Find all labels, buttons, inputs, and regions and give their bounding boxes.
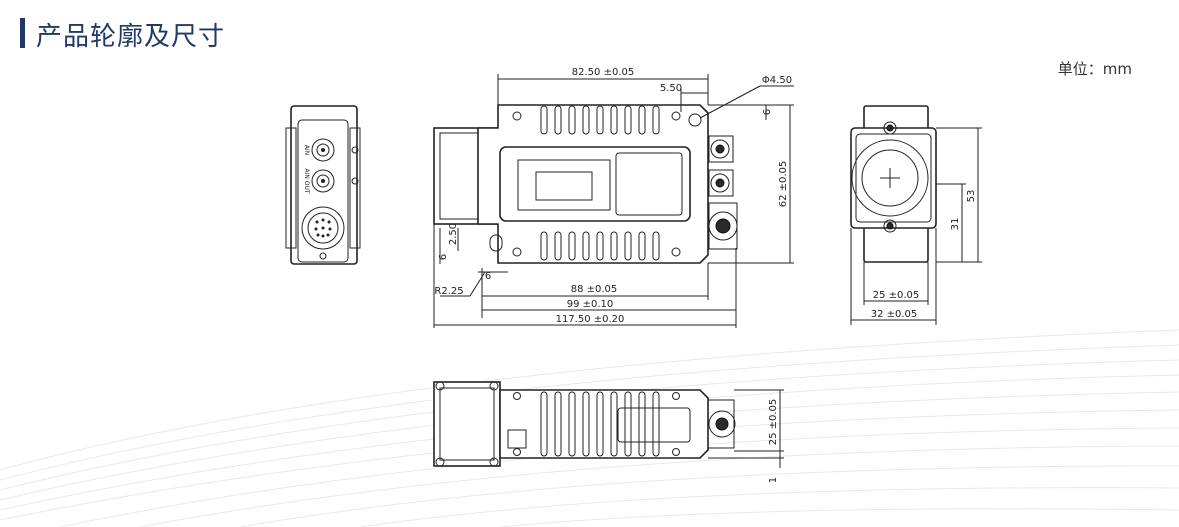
dim-bottom-25: 25 ±0.05: [768, 399, 779, 446]
front-view: 82.50 ±0.05 5.50 Φ4.50 6 62 ±0.05 2.50 6…: [433, 67, 794, 328]
dim-side-32: 32 ±0.05: [871, 309, 918, 320]
connector-label-ain: AIN: [303, 145, 310, 155]
dim-left-6h: 6: [485, 271, 491, 282]
dim-side-53: 53: [966, 190, 977, 203]
bottom-view: 25 ±0.05 1: [433, 381, 784, 483]
dim-hole-offset: 5.50: [660, 83, 682, 94]
dim-left-hole: 2.50: [448, 223, 459, 245]
dim-99: 99 ±0.10: [567, 299, 614, 310]
end-view-connectors: AIN AIN OUT: [285, 105, 361, 265]
dim-radius: R2.25: [434, 286, 463, 297]
dim-hole-dia: Φ4.50: [762, 75, 792, 86]
dim-left-6v: 6: [438, 254, 449, 260]
dim-88: 88 ±0.05: [571, 284, 618, 295]
unit-label: 单位：mm: [1057, 60, 1132, 78]
dim-117: 117.50 ±0.20: [556, 314, 625, 325]
dim-bottom-1: 1: [768, 477, 779, 483]
dim-front-width: 82.50 ±0.05: [572, 67, 634, 78]
connector-label-ain-out: AIN OUT: [303, 168, 310, 193]
dim-side-31: 31: [950, 218, 961, 231]
dim-front-height: 62 ±0.05: [778, 161, 789, 208]
page-title: 产品轮廓及尺寸: [36, 22, 226, 52]
dim-side-25: 25 ±0.05: [873, 290, 920, 301]
title-accent-bar: [20, 18, 25, 48]
dim-hole-top: 6: [762, 109, 773, 115]
side-view-lens: 31 53 25 ±0.05 32 ±0.05: [850, 105, 982, 325]
